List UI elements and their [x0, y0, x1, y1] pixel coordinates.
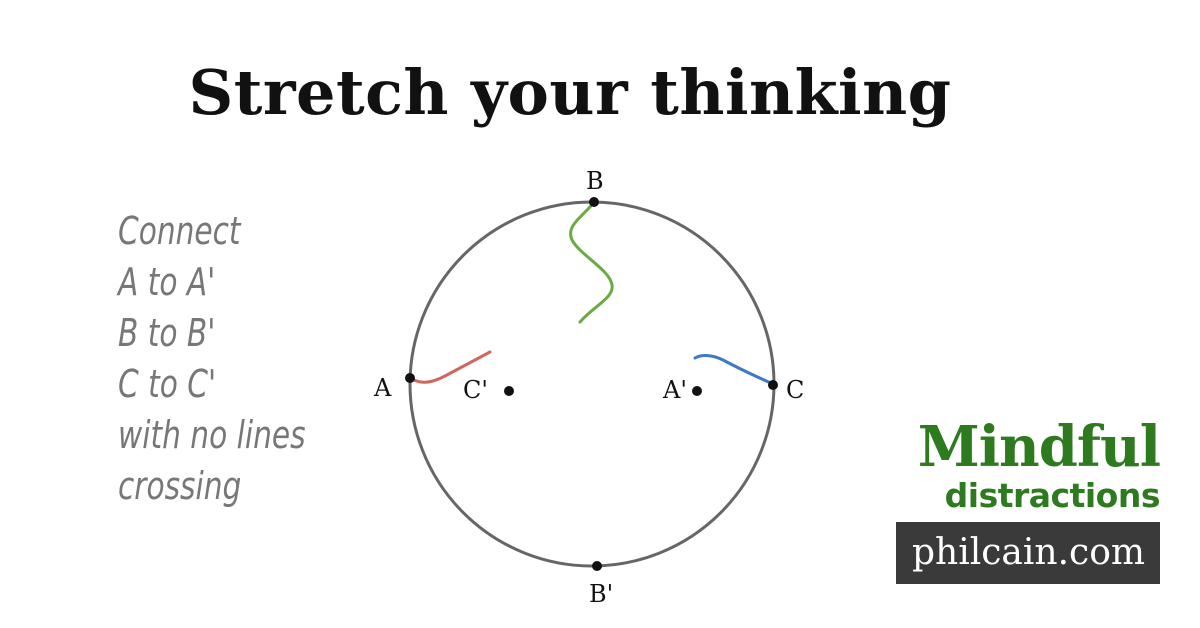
- path-from-b: [569, 200, 614, 324]
- instructions: Connect A to A' B to B' C to C' with no …: [118, 206, 359, 512]
- label-c: C: [786, 376, 804, 404]
- label-c-prime: C': [463, 376, 488, 404]
- brand-block: Mindful distractions philcain.com: [896, 414, 1161, 584]
- instruction-line: B to B': [118, 311, 216, 355]
- brand-sub: distractions: [944, 476, 1161, 515]
- point-c-prime: [504, 386, 514, 396]
- instruction-line: A to A': [118, 260, 216, 304]
- instruction-line: Connect: [118, 209, 241, 253]
- label-a-prime: A': [662, 376, 687, 404]
- label-a: A: [373, 374, 392, 402]
- point-b: [589, 197, 599, 207]
- page-title: Stretch your thinking: [188, 56, 952, 129]
- point-a: [405, 373, 415, 383]
- brand-main: Mindful: [917, 414, 1161, 480]
- point-b-prime: [592, 561, 602, 571]
- label-b-prime: B': [589, 580, 613, 608]
- label-b: B: [586, 167, 604, 195]
- point-c: [768, 380, 778, 390]
- brand-url-link[interactable]: philcain.com: [896, 522, 1160, 584]
- path-from-c: [693, 354, 775, 386]
- point-a-prime: [692, 386, 702, 396]
- instruction-line: with no lines: [118, 413, 306, 457]
- instruction-line: C to C': [118, 362, 217, 406]
- instruction-line: crossing: [118, 464, 242, 508]
- path-from-a: [408, 350, 492, 384]
